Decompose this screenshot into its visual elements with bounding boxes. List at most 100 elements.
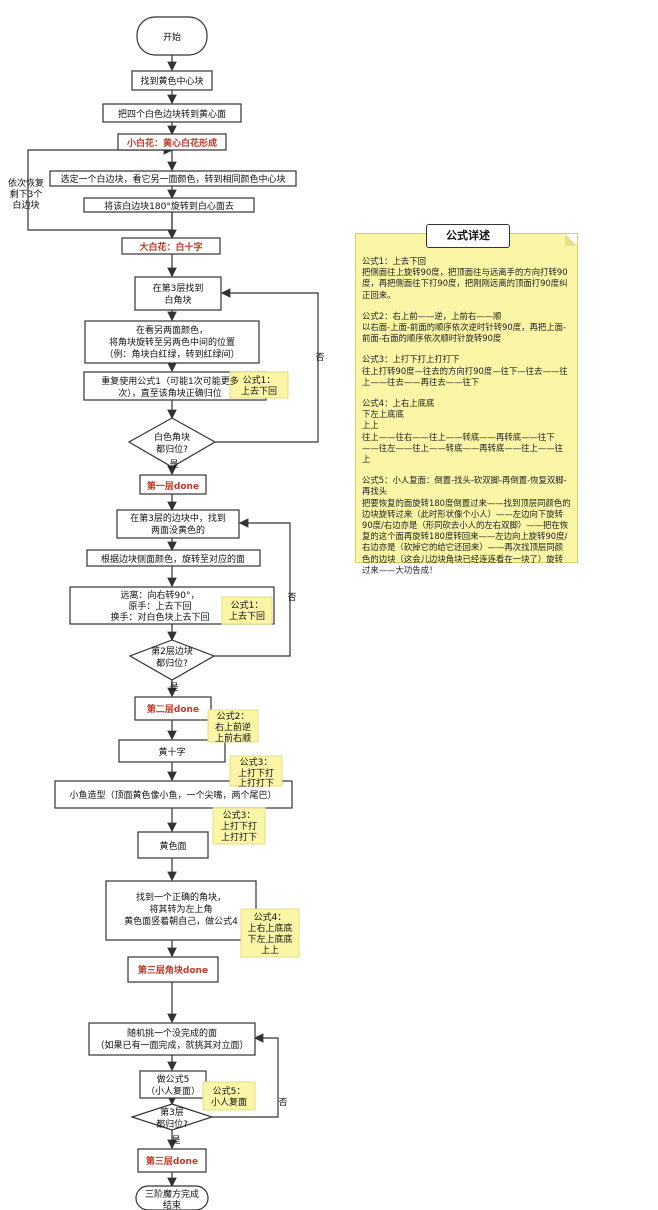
s2-label: 把四个白色边块转到黄心面 (118, 108, 226, 120)
note-formula1-a (229, 371, 289, 399)
step-yellow-cross (118, 739, 226, 763)
d2-line-1: 第2层边块 (151, 645, 193, 657)
d2-no: 否 (287, 592, 296, 603)
note7-line-1: 公式5： (213, 1085, 246, 1097)
s9-line-1: 重复使用公式1（可能1次可能更多 (101, 375, 238, 387)
note3-line-1: 公式2： (217, 710, 250, 722)
legend-formula-1: 公式1：上去下回 把侧面往上旋转90度，把顶面往与远离手的方向打转90度，再把侧… (362, 256, 568, 300)
note-formula3-a (229, 755, 283, 787)
note-formula2 (207, 709, 259, 743)
s3-label: 小白花：黄心白花形成 (126, 137, 217, 149)
note-formula3-b (212, 807, 266, 845)
end-terminal (135, 1185, 209, 1210)
note1-line-1: 公式1： (243, 374, 276, 386)
step-pick-face (88, 1022, 256, 1056)
note6-line-2: 上右上底底 (247, 922, 292, 934)
step-yellow-face (137, 831, 209, 859)
s18-line-1: 找到一个正确的角块， (136, 891, 226, 903)
s18-line-2: 将其转为左上角 (149, 903, 212, 915)
note4-line-3: 上打打下 (238, 777, 274, 789)
note6-line-1: 公式4： (254, 911, 287, 923)
note3-line-2: 右上前逆 (215, 721, 251, 733)
side-note-line-2: 剩下3个 (10, 188, 43, 200)
step-layer3-done (137, 1148, 207, 1173)
d1-line-1: 白色角块 (154, 431, 190, 443)
legend-formula-3: 公式3：上打下打上打打下 往上打转90度—往去的方向打90度—往下—往去——往上… (362, 354, 568, 387)
s21-line-1: 做公式5 (157, 1073, 190, 1085)
step-layer3-corners-done (127, 956, 219, 983)
step-white-cross (121, 237, 221, 255)
step-choose-white-edge (49, 170, 297, 187)
step-corner-formula4 (105, 880, 257, 941)
s11-line-2: 两面没黄色的 (151, 524, 205, 536)
d3-line-2: 都归位? (156, 1118, 188, 1130)
note-formula4 (240, 908, 300, 958)
note6-line-4: 上上 (261, 945, 279, 956)
legend-formula-2: 公式2：右上前——逆，上前右——顺 以右面-上面-前面的顺序依次逆时针转90度，… (362, 310, 566, 344)
end-line-1: 三阶魔方完成 (145, 1188, 199, 1200)
decision-corners-placed (127, 417, 217, 468)
step-layer2-done (134, 696, 212, 721)
note7-line-2: 小人复面 (211, 1096, 247, 1108)
d3-line-1: 第3层 (160, 1106, 184, 1118)
d1-yes: 是 (169, 459, 178, 470)
s9-line-2: 次），直至该角块正确归位 (118, 387, 222, 399)
note-fold (565, 234, 577, 246)
note4-line-1: 公式3： (240, 756, 273, 768)
s13-line-3: 换手：对白色块上去下回 (110, 611, 209, 623)
s7-line-1: 在第3层找到 (153, 282, 204, 294)
step-formula5 (139, 1070, 207, 1099)
note4-line-2: 上打下打 (238, 767, 274, 779)
s6-label: 大白花：白十字 (139, 241, 202, 253)
d1-no: 否 (315, 352, 324, 363)
decision-edges-placed (128, 639, 216, 681)
decision-layer3-placed (130, 1103, 214, 1131)
step-layer1-done (139, 474, 207, 495)
s10-label: 第一层done (147, 480, 199, 492)
note5-line-2: 上打下打 (221, 820, 257, 832)
legend-formula-4: 公式4：上右上底底 下左上底底 上上 往上——往右——往上——转底——再转底——… (362, 398, 563, 465)
note5-line-1: 公式3： (223, 809, 256, 821)
s8-line-3: （例：角块白红绿，转到红绿间） (104, 348, 239, 360)
step-find-yellow-center (131, 70, 213, 91)
d3-yes: 是 (171, 1135, 180, 1146)
s22-label: 第三层done (146, 1155, 198, 1167)
start-terminal (136, 16, 208, 56)
s16-label: 小鱼造型（顶面黄色像小鱼，一个尖嘴，两个尾巴） (69, 789, 276, 801)
note-formula1-b (221, 596, 273, 625)
formula-legend: 公式详述 公式1：上去下回 把侧面往上旋转90度，把顶面往与远离手的方向打转90… (355, 224, 578, 575)
s8-line-1: 在看另两面颜色， (136, 324, 208, 336)
note-formula5 (202, 1081, 256, 1111)
legend-title: 公式详述 (426, 224, 510, 248)
d3-no: 否 (278, 1097, 287, 1108)
s7-line-2: 白角块 (164, 294, 191, 306)
step-white-edges-to-yellow (102, 103, 242, 123)
s1-label: 找到黄色中心块 (140, 75, 203, 87)
s11-line-1: 在第3层的边块中，找到 (130, 512, 226, 524)
note5-line-3: 上打打下 (221, 831, 257, 843)
side-note-line-3: 白边块 (12, 199, 39, 211)
note2-line-2: 上去下回 (229, 610, 265, 622)
note2-line-1: 公式1： (231, 599, 264, 611)
step-small-white-flower (117, 133, 227, 151)
side-note-line-1: 依次恢复 (8, 177, 44, 189)
step-find-edge (116, 509, 240, 539)
note3-line-3: 上前右顺 (215, 732, 251, 744)
start-label: 开始 (163, 31, 181, 43)
note1-line-2: 上去下回 (241, 385, 277, 397)
end-line-2: 结束 (163, 1199, 181, 1210)
s17-label: 黄色面 (159, 840, 186, 852)
legend-formula-5: 公式5：小人复面：倒置-找头-砍双脚-再倒置-恢复双脚-再找头 把要恢复的面旋转… (362, 475, 571, 575)
step-rotate-edge (86, 549, 261, 567)
step-rotate-180 (83, 197, 255, 213)
s15-label: 黄十字 (158, 746, 185, 758)
step-find-white-corner (134, 276, 222, 311)
connectors (27, 55, 319, 1188)
s13-line-1: 远离：向右转90°， (121, 589, 200, 601)
s4-label: 选定一个白边块，看它另一面颜色，转到相同颜色中心块 (60, 173, 285, 185)
s14-label: 第二层done (147, 703, 199, 715)
step-place-corner (84, 320, 260, 364)
s20-line-2: （如果已有一面完成，就挑其对立面） (95, 1039, 248, 1051)
d2-yes: 是 (169, 682, 178, 693)
